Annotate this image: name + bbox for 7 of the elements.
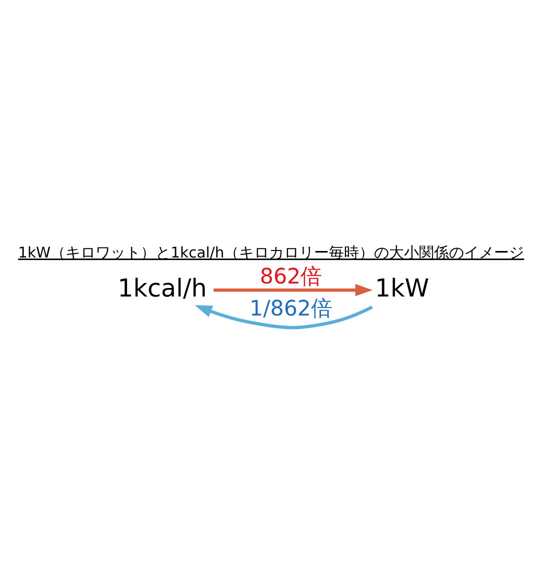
node-text: 1kcal/h bbox=[118, 273, 207, 302]
edge-label: 1/862倍 bbox=[250, 296, 332, 322]
node-text: 1kW bbox=[374, 273, 430, 302]
arrow bbox=[214, 284, 373, 296]
edge-label: 862倍 bbox=[260, 264, 322, 290]
arrow bbox=[194, 305, 373, 330]
diagram-title: 1kW（キロワット）と1kcal/h（キロカロリー毎時）の大小関係のイメージ bbox=[18, 244, 524, 262]
